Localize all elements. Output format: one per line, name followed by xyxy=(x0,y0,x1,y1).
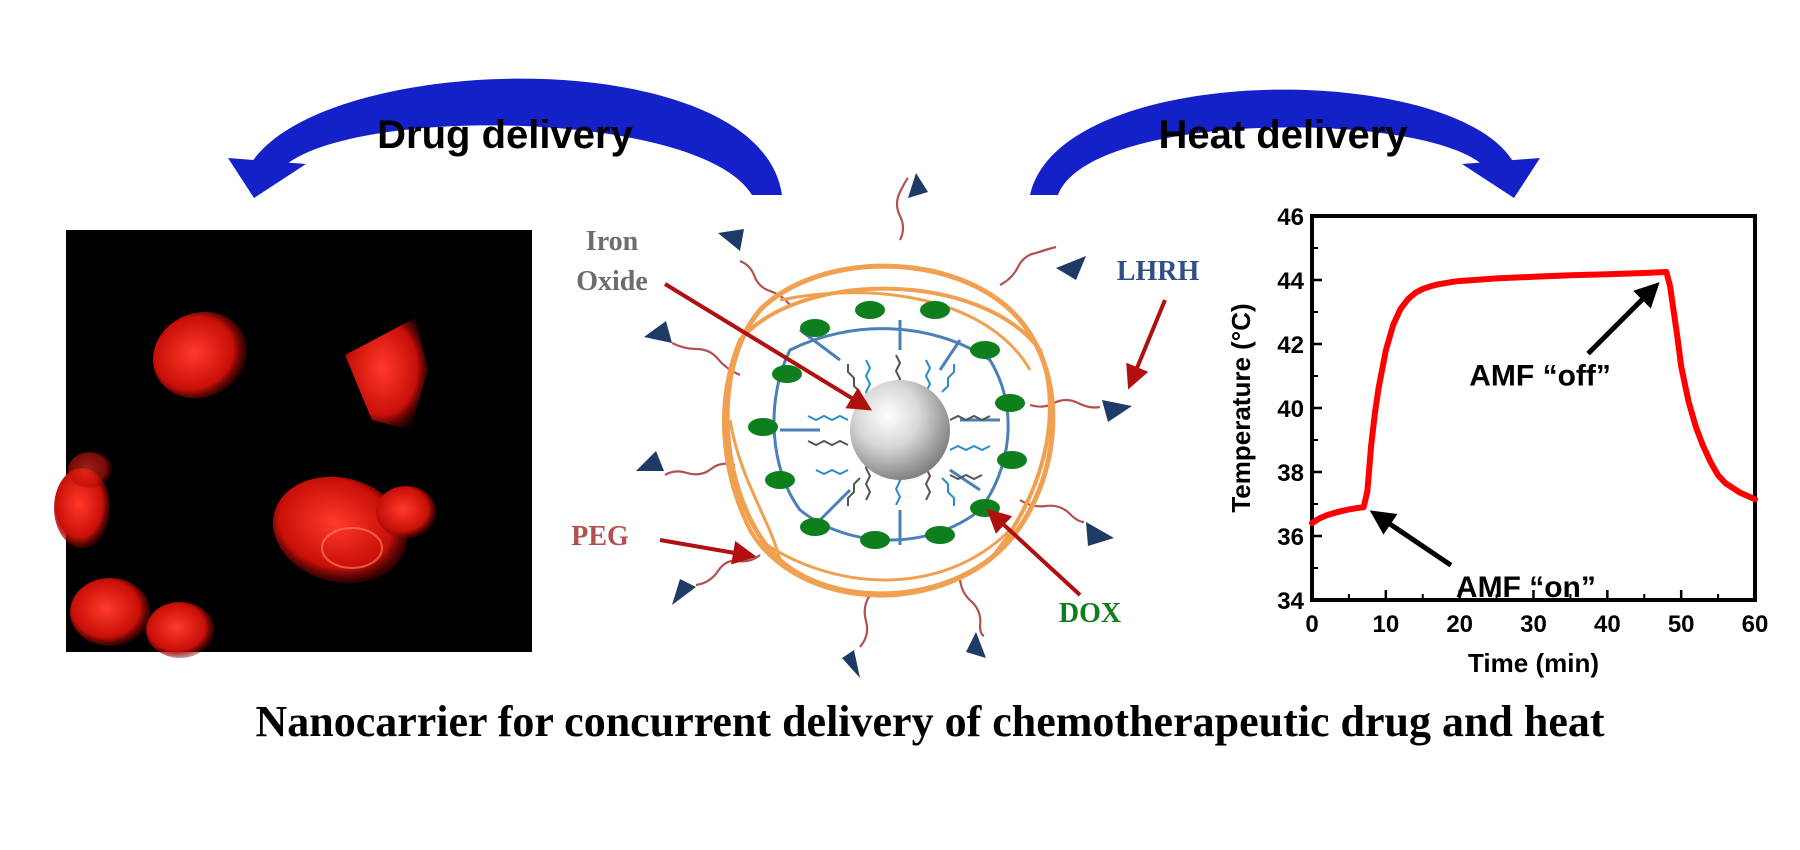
x-tick-label: 60 xyxy=(1742,611,1769,638)
heat-delivery-arrow xyxy=(1030,89,1540,198)
cell xyxy=(70,578,150,646)
ligand-triangle xyxy=(908,173,928,198)
dox-molecule xyxy=(995,394,1025,412)
dox-label: DOX xyxy=(1059,598,1121,629)
red-cells xyxy=(54,311,436,658)
y-tick-label: 34 xyxy=(1277,588,1304,615)
dox-molecule xyxy=(920,301,950,319)
iron-oxide-label-line2: Oxide xyxy=(576,266,648,297)
peg-chains xyxy=(664,177,1101,648)
amf-off-pointer xyxy=(1586,282,1660,356)
figure-caption: Nanocarrier for concurrent delivery of c… xyxy=(255,697,1604,746)
y-tick-label: 36 xyxy=(1277,524,1304,551)
x-tick-label: 30 xyxy=(1520,611,1547,638)
amf-off-label: AMF “off” xyxy=(1469,360,1611,393)
lhrh-ligands xyxy=(636,173,1132,678)
lhrh-pointer xyxy=(1126,299,1167,390)
dox-molecule xyxy=(855,301,885,319)
dox-molecule xyxy=(970,499,1000,517)
heat-delivery-arrow-body xyxy=(1030,89,1515,195)
x-tick-label: 40 xyxy=(1594,611,1621,638)
cell xyxy=(68,452,112,488)
heat-delivery-label: Heat delivery xyxy=(1158,113,1408,157)
y-tick-label: 44 xyxy=(1277,268,1304,295)
peg-label: PEG xyxy=(571,521,629,552)
ligand-triangle xyxy=(1102,400,1132,422)
micrograph-background xyxy=(66,230,532,652)
cell xyxy=(153,311,247,399)
amf-on-label: AMF “on” xyxy=(1456,571,1596,604)
ligand-triangle xyxy=(1056,256,1086,280)
nanocarrier-diagram: Iron Oxide LHRH PEG DOX xyxy=(571,173,1199,678)
dox-molecule xyxy=(772,365,802,383)
dox-molecule xyxy=(800,518,830,536)
dox-molecule xyxy=(997,451,1027,469)
cell xyxy=(146,602,214,658)
x-axis-label: Time (min) xyxy=(1468,648,1599,678)
temperature-series-line xyxy=(1309,269,1758,527)
y-tick-label: 46 xyxy=(1277,204,1304,231)
amf-on-pointer xyxy=(1369,510,1453,568)
ligand-triangle xyxy=(718,229,744,251)
ligand-triangle xyxy=(644,321,672,343)
dox-molecule xyxy=(860,531,890,549)
x-tick-label: 0 xyxy=(1305,611,1318,638)
ligand-triangle xyxy=(636,451,664,471)
cell xyxy=(376,486,436,538)
dox-molecule xyxy=(800,319,830,337)
dox-molecules xyxy=(748,301,1027,549)
heat-delivery-arrow-head xyxy=(1462,158,1540,198)
polymer-shell xyxy=(722,263,1056,598)
iron-oxide-label-line1: Iron xyxy=(586,226,639,257)
iron-oxide-core xyxy=(850,380,950,480)
cell xyxy=(54,468,110,548)
drug-delivery-label: Drug delivery xyxy=(377,113,633,157)
ligand-triangle xyxy=(966,632,986,658)
x-tick-label: 50 xyxy=(1668,611,1695,638)
dox-pointer xyxy=(986,508,1082,597)
peg-pointer xyxy=(659,538,757,565)
cell xyxy=(345,318,428,430)
y-axis-label: Temperature (°C) xyxy=(1226,303,1256,512)
drug-delivery-arrow xyxy=(228,78,782,198)
drug-delivery-arrow-head xyxy=(228,158,306,198)
cell-nucleus xyxy=(321,527,383,569)
dox-molecule xyxy=(970,341,1000,359)
y-tick-label: 40 xyxy=(1277,396,1304,423)
dox-molecule xyxy=(765,471,795,489)
iron-oxide-pointer xyxy=(663,282,873,411)
x-tick-label: 10 xyxy=(1372,611,1399,638)
lhrh-label: LHRH xyxy=(1117,256,1200,287)
y-tick-label: 38 xyxy=(1277,460,1304,487)
x-tick-label: 20 xyxy=(1446,611,1473,638)
y-tick-label: 42 xyxy=(1277,332,1304,359)
ligand-triangle xyxy=(842,650,860,678)
dox-molecule xyxy=(925,526,955,544)
drug-delivery-arrow-body xyxy=(250,78,782,195)
dox-molecule xyxy=(748,418,778,436)
ligand-triangle xyxy=(1086,522,1114,546)
ligand-triangle xyxy=(672,579,696,605)
fluorescence-micrograph xyxy=(54,230,532,658)
